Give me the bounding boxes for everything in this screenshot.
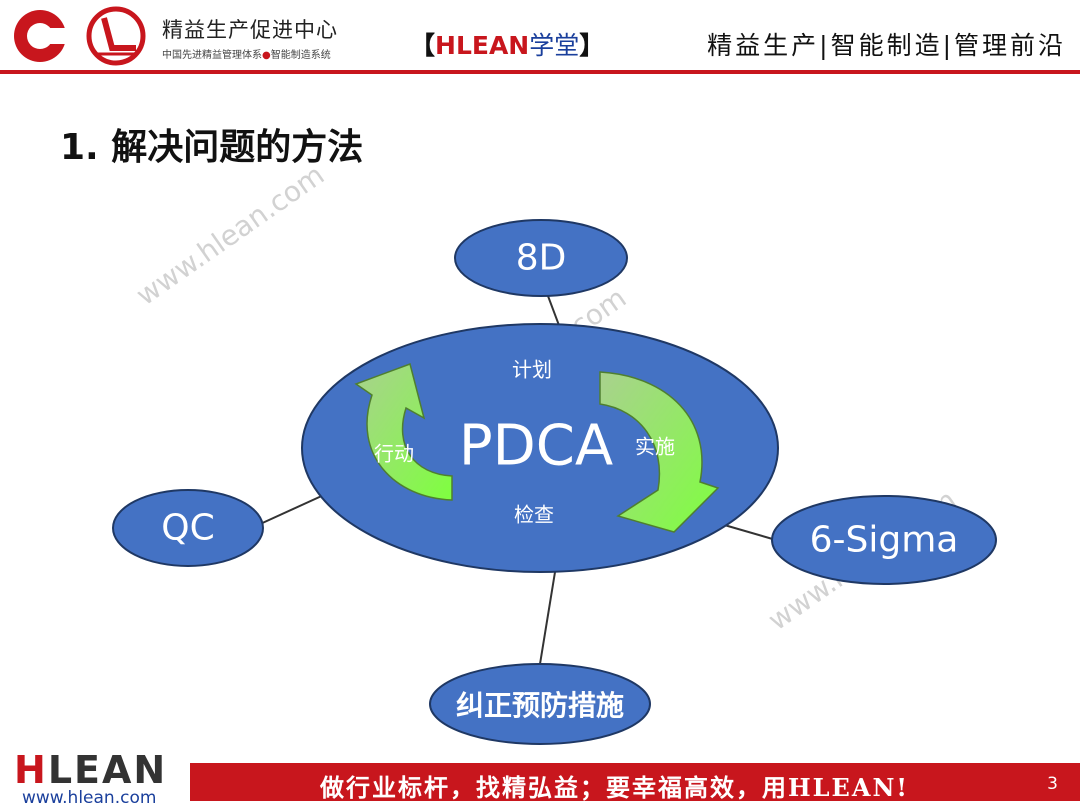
phase-check-label: 检查 — [514, 502, 554, 527]
header: 精益生产促进中心 中国先进精益管理体系●智能制造系统 【HLEAN学堂】 精益生… — [0, 0, 1080, 72]
page-number: 3 — [1047, 774, 1058, 794]
phase-do-label: 实施 — [635, 434, 675, 459]
pdca-label: PDCA — [458, 413, 614, 479]
footer-logo-rest: LEAN — [47, 748, 168, 792]
connector-left — [257, 493, 327, 526]
footer-slogan: 做行业标杆，找精弘益；要幸福高效，用HLEAN! — [320, 773, 909, 802]
brand-open-bracket: 【 — [410, 31, 436, 60]
cycle-arrow-right-icon — [599, 371, 720, 533]
page-title: 1. 解决问题的方法 — [60, 127, 364, 168]
cc-logo-icon — [14, 6, 146, 66]
logo-title: 精益生产促进中心 — [162, 18, 338, 42]
node-8d — [454, 219, 628, 297]
logo-subtitle-b: 智能制造系统 — [270, 50, 331, 61]
logo-subtitle: 中国先进精益管理体系●智能制造系统 — [162, 46, 331, 61]
footer-logo: HLEAN — [14, 748, 167, 792]
node-corrective-action — [429, 663, 651, 745]
brand-label: 【HLEAN学堂】 — [410, 26, 604, 62]
footer-url[interactable]: www.hlean.com — [22, 788, 157, 808]
connector-top — [547, 295, 561, 329]
brand-school: 学堂 — [529, 31, 580, 60]
brand-close-bracket: 】 — [579, 31, 605, 60]
node-qc — [112, 489, 264, 567]
node-6sigma — [771, 495, 997, 585]
phase-plan-label: 计划 — [512, 357, 552, 382]
footer-logo-h: H — [14, 748, 48, 792]
phase-act-label: 行动 — [374, 441, 414, 466]
node-8d-label: 8D — [515, 237, 567, 279]
header-slogan: 精益生产|智能制造|管理前沿 — [707, 31, 1066, 60]
node-qc-label: QC — [161, 507, 215, 549]
cycle-arrow-left-icon — [354, 363, 453, 501]
brand-name: HLEAN — [435, 31, 530, 60]
logo-subtitle-dot: ● — [262, 50, 271, 61]
node-6sigma-label: 6-Sigma — [809, 519, 959, 561]
connector-bottom — [539, 565, 557, 665]
logo-subtitle-a: 中国先进精益管理体系 — [162, 50, 262, 61]
footer-bar — [190, 763, 1080, 801]
node-corrective-action-label: 纠正预防措施 — [455, 689, 625, 722]
header-divider — [0, 70, 1080, 74]
